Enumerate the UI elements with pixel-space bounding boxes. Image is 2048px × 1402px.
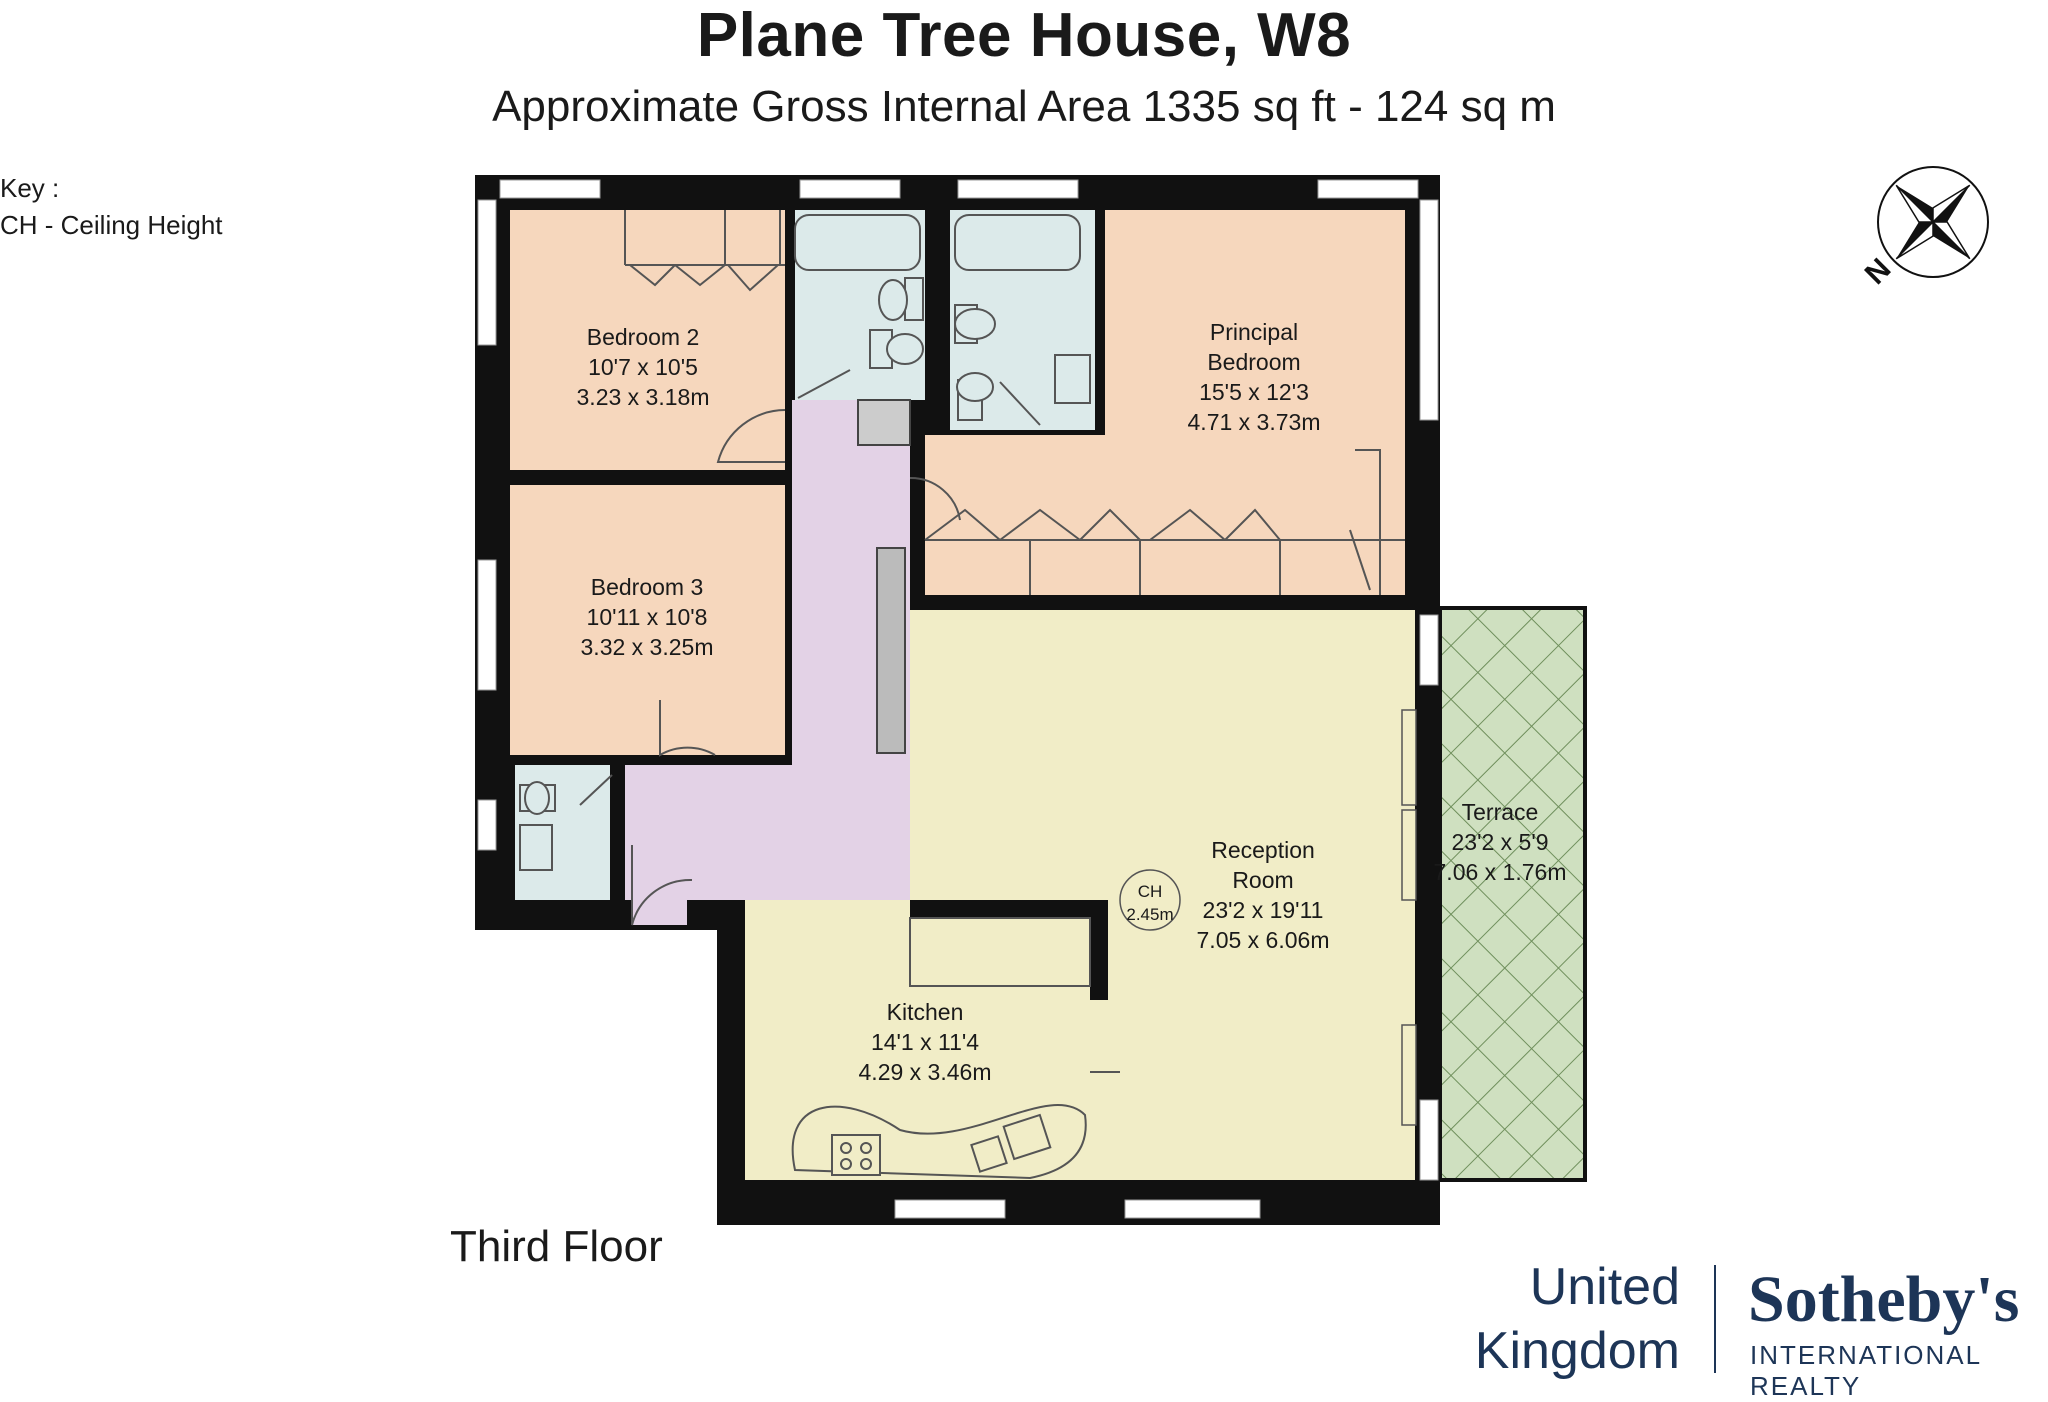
kitchen-metric: 4.29 x 3.46m <box>859 1059 992 1085</box>
brand-tagline: INTERNATIONAL REALTY <box>1750 1340 1982 1401</box>
window-reception-bottom <box>1124 1199 1261 1219</box>
wall-kitchen-right <box>1090 900 1108 1000</box>
window-principal-top <box>1317 179 1419 199</box>
bedroom3-floor <box>510 485 785 755</box>
brand-divider <box>1714 1265 1716 1373</box>
principal-name-2: Bedroom <box>1207 349 1300 375</box>
principal-imperial: 15'5 x 12'3 <box>1199 379 1309 405</box>
window-reception-right <box>1419 614 1439 686</box>
reception-metric: 7.05 x 6.06m <box>1197 927 1330 953</box>
legend-key: Key : CH - Ceiling Height <box>0 170 223 244</box>
window-wc-left <box>477 799 497 851</box>
compass-rose-icon: N <box>1859 166 1989 291</box>
terrace-door-3 <box>1401 1024 1417 1126</box>
door-swings <box>579 369 1371 926</box>
window-bed3-left <box>477 559 497 691</box>
principal-name-1: Principal <box>1210 319 1298 345</box>
hall-cupboard <box>876 547 906 754</box>
floor-label: Third Floor <box>450 1222 663 1271</box>
plan-subtitle: Approximate Gross Internal Area 1335 sq … <box>492 82 1556 131</box>
brand-region: United Kingdom <box>1440 1255 1680 1383</box>
wall-kitchen-top <box>910 900 1095 918</box>
window-bath1-top <box>799 179 901 199</box>
ceiling-height-marker <box>1119 869 1181 931</box>
reception-floor-left <box>910 760 920 900</box>
bedroom3-name: Bedroom 3 <box>591 574 704 600</box>
hall-riser <box>857 399 911 446</box>
hall-entry <box>632 880 687 925</box>
bedroom3-metric: 3.32 x 3.25m <box>581 634 714 660</box>
window-bath2-top <box>957 179 1079 199</box>
bedroom2-wardrobe <box>624 210 785 292</box>
key-ch-entry: CH - Ceiling Height <box>0 210 223 240</box>
kitchen-floor-link <box>1090 1000 1120 1180</box>
ch-label: CH <box>1138 882 1163 901</box>
ch-value: 2.45m <box>1126 905 1173 924</box>
window-bed2-top <box>499 179 601 199</box>
principal-wardrobes <box>924 449 1405 595</box>
reception-name-2: Room <box>1232 867 1293 893</box>
reception-imperial: 23'2 x 19'11 <box>1203 897 1324 923</box>
window-reception-right-lower <box>1419 1099 1439 1181</box>
terrace-door-1 <box>1401 709 1417 806</box>
principal-metric: 4.71 x 3.73m <box>1188 409 1321 435</box>
terrace-area <box>1438 606 1587 1182</box>
hall-floor-lower <box>625 765 910 900</box>
window-bed2-left <box>477 199 497 346</box>
window-kitchen-bottom <box>894 1199 1006 1219</box>
bedroom2-metric: 3.23 x 3.18m <box>577 384 710 410</box>
kitchen-name: Kitchen <box>887 999 964 1025</box>
terrace-metric: 7.06 x 1.76m <box>1434 859 1567 885</box>
terrace-door-2 <box>1401 809 1417 901</box>
principal-wardrobe-strip <box>925 435 1405 595</box>
brand-region-line1: United <box>1529 1258 1680 1316</box>
bedroom2-name: Bedroom 2 <box>587 324 700 350</box>
brand-logo-name: Sotheby's <box>1748 1263 2020 1336</box>
reception-name-1: Reception <box>1211 837 1315 863</box>
brand-region-line2: Kingdom <box>1474 1322 1680 1380</box>
plan-title: Plane Tree House, W8 <box>696 1 1352 70</box>
bedroom2-imperial: 10'7 x 10'5 <box>588 354 698 380</box>
key-heading: Key : <box>0 173 60 203</box>
terrace-imperial: 23'2 x 5'9 <box>1451 829 1548 855</box>
window-principal-right <box>1419 199 1439 421</box>
bedroom3-imperial: 10'11 x 10'8 <box>587 604 708 630</box>
kitchen-counter <box>791 917 1120 1180</box>
terrace-name: Terrace <box>1462 799 1539 825</box>
bath-fixtures <box>519 214 1091 871</box>
kitchen-imperial: 14'1 x 11'4 <box>871 1029 979 1055</box>
